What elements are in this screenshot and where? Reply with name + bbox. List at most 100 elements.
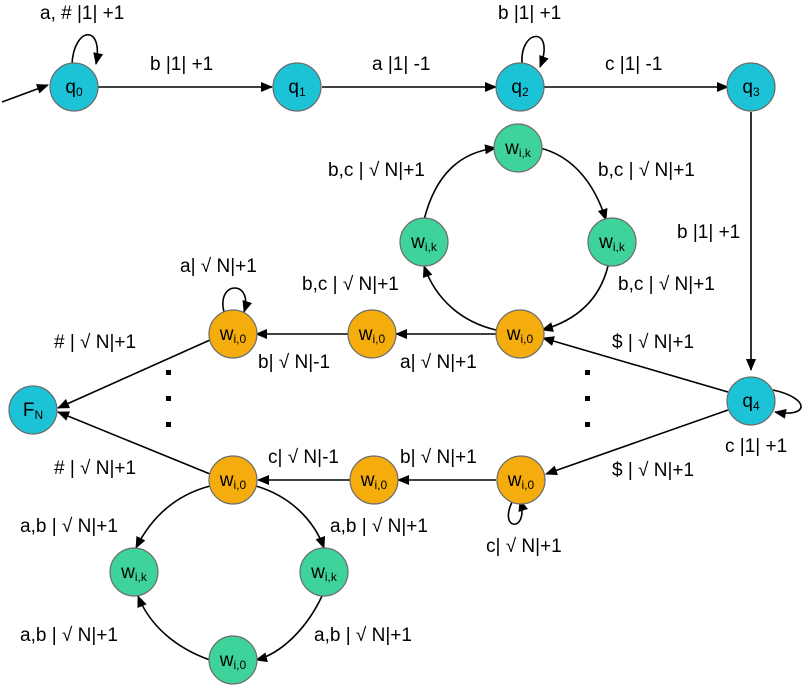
state-w-top[interactable]: wi,k xyxy=(493,123,543,173)
state-label: wi,0 xyxy=(358,324,386,346)
state-w-left4[interactable]: wi,k xyxy=(109,547,159,597)
label-wb-wm2: a| √ N|+1 xyxy=(400,352,477,373)
state-label: wi,0 xyxy=(219,650,247,672)
edge-q4-wb xyxy=(542,336,729,393)
label-lo-tl: a,b | √ N|+1 xyxy=(20,516,118,537)
state-fn[interactable]: FN xyxy=(8,385,58,435)
state-circle[interactable] xyxy=(726,376,776,426)
state-circle[interactable] xyxy=(208,309,258,359)
edge-q4-wr2 xyxy=(545,409,729,476)
state-circle[interactable] xyxy=(8,385,58,435)
state-label-base: w xyxy=(358,324,373,345)
state-label: wi,k xyxy=(598,232,626,254)
state-label-base: w xyxy=(506,324,521,345)
state-circle[interactable] xyxy=(347,309,397,359)
state-label-sub: i,k xyxy=(325,570,338,584)
state-label-base: w xyxy=(598,232,613,253)
edge-wm1-loop xyxy=(222,287,253,313)
state-w-right4[interactable]: wi,k xyxy=(299,547,349,597)
label-wm1-fn: # | √ N|+1 xyxy=(54,332,136,353)
label-q4-wr2: $ | √ N|+1 xyxy=(612,460,694,481)
state-circle[interactable] xyxy=(208,635,258,685)
state-w-top4[interactable]: wi,0 xyxy=(208,455,258,505)
state-w-right2[interactable]: wi,0 xyxy=(496,455,546,505)
state-q3[interactable]: q3 xyxy=(726,62,776,112)
state-label-sub: 1 xyxy=(299,85,306,99)
state-circle[interactable] xyxy=(726,62,776,112)
state-label: wi,0 xyxy=(360,470,388,492)
state-label: wi,k xyxy=(504,138,532,160)
state-label: FN xyxy=(23,400,43,422)
edge-lo-tr xyxy=(255,485,326,549)
label-wm1-loop: a| √ N|+1 xyxy=(180,256,257,277)
state-label: wi,0 xyxy=(219,324,247,346)
edge-start xyxy=(1,84,49,103)
state-circle[interactable] xyxy=(109,547,159,597)
label-q2-q3: c |1| -1 xyxy=(605,54,662,75)
state-w-mid1[interactable]: wi,0 xyxy=(208,309,258,359)
state-circle[interactable] xyxy=(208,455,258,505)
state-q0[interactable]: q0 xyxy=(49,62,99,112)
state-label: q3 xyxy=(742,77,760,99)
state-w-bottom4[interactable]: wi,0 xyxy=(208,635,258,685)
state-label: q4 xyxy=(742,391,760,413)
state-circle[interactable] xyxy=(496,455,546,505)
state-w-bottom[interactable]: wi,0 xyxy=(495,309,545,359)
label-q1-q2: a |1| -1 xyxy=(372,54,430,75)
state-label: wi,0 xyxy=(507,470,535,492)
state-label-sub: 4 xyxy=(753,399,760,413)
state-w-left[interactable]: wi,k xyxy=(399,217,449,267)
state-circle[interactable] xyxy=(272,62,322,112)
state-circle[interactable] xyxy=(493,123,543,173)
state-label-base: F xyxy=(23,400,35,421)
label-up-tl: b,c | √ N|+1 xyxy=(328,160,425,181)
state-label-base: q xyxy=(511,77,522,98)
state-q4[interactable]: q4 xyxy=(726,376,776,426)
state-label: wi,0 xyxy=(219,470,247,492)
ellipsis-right xyxy=(585,370,590,427)
state-label-sub: i,0 xyxy=(521,332,534,346)
state-circle[interactable] xyxy=(587,217,637,267)
state-label: q0 xyxy=(65,77,83,99)
state-label-sub: i,k xyxy=(425,240,438,254)
ellipsis-left xyxy=(166,370,171,427)
state-circle[interactable] xyxy=(49,62,99,112)
state-w-mid3[interactable]: wi,0 xyxy=(349,455,399,505)
label-lo-tr: a,b | √ N|+1 xyxy=(330,516,428,537)
edge-wr2-loop xyxy=(507,499,529,526)
label-q2-loop: b |1| +1 xyxy=(498,3,561,24)
state-label-sub: i,k xyxy=(613,240,626,254)
state-circle[interactable] xyxy=(495,62,545,112)
state-w-right[interactable]: wi,k xyxy=(587,217,637,267)
state-circle[interactable] xyxy=(399,217,449,267)
state-nodes: q0 q1 q2 q3 q4 FN wi,k wi,k wi,k wi,0 wi… xyxy=(8,62,776,685)
state-label-base: w xyxy=(410,232,425,253)
state-q2[interactable]: q2 xyxy=(495,62,545,112)
state-w-mid2[interactable]: wi,0 xyxy=(347,309,397,359)
state-label-sub: i,0 xyxy=(373,332,386,346)
label-q0-q1: b |1| +1 xyxy=(150,54,213,75)
state-label-sub: i,0 xyxy=(375,478,388,492)
state-label-sub: i,0 xyxy=(234,332,247,346)
state-circle[interactable] xyxy=(349,455,399,505)
state-label-base: q xyxy=(742,77,753,98)
state-q1[interactable]: q1 xyxy=(272,62,322,112)
state-label-base: q xyxy=(742,391,753,412)
state-label: wi,k xyxy=(410,232,438,254)
state-label-sub: i,0 xyxy=(234,658,247,672)
state-label-base: w xyxy=(360,470,375,491)
state-label-sub: i,0 xyxy=(522,478,535,492)
state-circle[interactable] xyxy=(299,547,349,597)
edge-q0-loop xyxy=(71,34,104,65)
edge-lo-tl xyxy=(135,485,211,549)
state-label-sub: 2 xyxy=(522,85,529,99)
state-label-base: w xyxy=(310,562,325,583)
label-wm2-wm1: b| √ N|-1 xyxy=(258,352,330,373)
state-label-sub: i,k xyxy=(519,146,532,160)
label-q4-loop: c |1| +1 xyxy=(725,436,787,457)
edge-up-tl xyxy=(423,144,497,221)
label-q0-loop: a, # |1| +1 xyxy=(40,3,124,24)
state-label-base: w xyxy=(219,650,234,671)
state-label-base: q xyxy=(288,77,299,98)
state-circle[interactable] xyxy=(495,309,545,359)
